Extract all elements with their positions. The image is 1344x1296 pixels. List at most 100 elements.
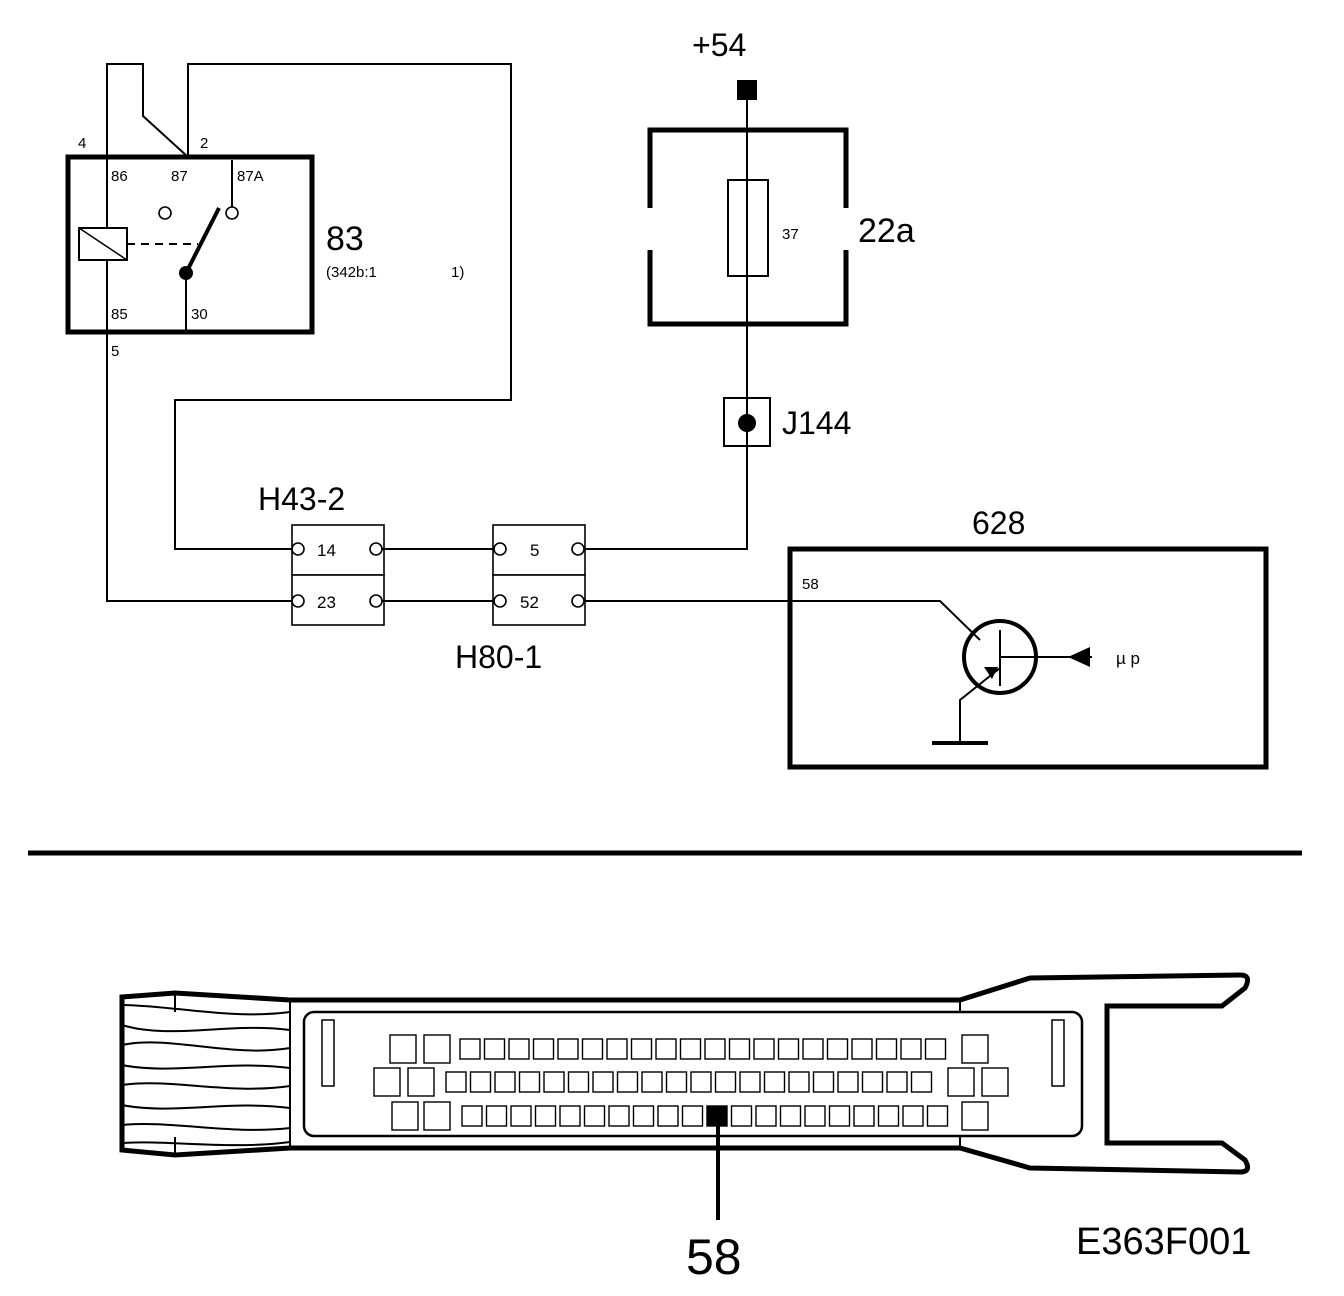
h80-cell-52 bbox=[492, 574, 586, 626]
plug-pin bbox=[739, 1071, 761, 1093]
plug-pin bbox=[518, 1071, 541, 1093]
plug-pin bbox=[459, 1038, 481, 1060]
plug-pin bbox=[681, 1105, 704, 1127]
supply-label: +54 bbox=[692, 27, 746, 63]
plug-pin-large bbox=[423, 1101, 451, 1131]
h43-cell-23 bbox=[291, 574, 385, 626]
control-unit-pin-label: 58 bbox=[802, 576, 819, 593]
plug-pin-callout-label: 58 bbox=[686, 1229, 742, 1285]
plug-pin-large bbox=[407, 1067, 435, 1097]
plug-pin bbox=[608, 1105, 630, 1127]
h80-id-label: H80-1 bbox=[455, 639, 542, 675]
plug-pin bbox=[583, 1105, 606, 1127]
control-unit-id-label: 628 bbox=[972, 505, 1025, 541]
relay-wire-4-loop bbox=[106, 63, 189, 158]
plug-pin bbox=[469, 1071, 492, 1093]
relay-note-right: 1) bbox=[451, 264, 464, 281]
junction-j144: J144 bbox=[584, 397, 851, 550]
plug-pin bbox=[485, 1105, 508, 1127]
h80-pin-5-left bbox=[493, 542, 507, 556]
relay-note-left: (342b:1 bbox=[326, 264, 377, 281]
signal-arrow-icon bbox=[1068, 647, 1090, 667]
plug-pin bbox=[804, 1105, 826, 1127]
plug-pin bbox=[730, 1105, 753, 1127]
relay-pin-87a-label: 87A bbox=[237, 168, 264, 185]
plug-pin bbox=[875, 1038, 898, 1060]
plug-pin bbox=[641, 1071, 663, 1093]
plug-pin bbox=[559, 1105, 581, 1127]
fuse-box-22a: +54 37 22a bbox=[647, 27, 915, 408]
relay-wire-4-label: 4 bbox=[78, 135, 86, 152]
control-unit-628: 628 58 µ p bbox=[787, 505, 1269, 770]
plug-pin bbox=[581, 1038, 604, 1060]
relay-wire-5-label: 5 bbox=[111, 343, 119, 360]
h43-id-label: H43-2 bbox=[258, 481, 345, 517]
wire-j144-to-h80-5 bbox=[584, 446, 748, 550]
connector-h43-2: H43-2 14 23 bbox=[258, 481, 385, 626]
plug-pin bbox=[902, 1105, 924, 1127]
h43-pin-23-left bbox=[291, 594, 305, 608]
plug-pin bbox=[494, 1071, 516, 1093]
plug-view: 58 bbox=[119, 972, 1251, 1285]
relay-83: 4 2 86 87 87A 85 30 5 83 (342b:1 1) bbox=[65, 63, 512, 602]
plug-pin bbox=[461, 1105, 483, 1127]
plug-pin bbox=[606, 1038, 628, 1060]
relay-pin-85-label: 85 bbox=[111, 306, 128, 323]
junction-id-label: J144 bbox=[782, 405, 851, 441]
plug-pin-large bbox=[373, 1067, 401, 1097]
plug-pin bbox=[802, 1038, 824, 1060]
supply-terminal bbox=[737, 80, 757, 100]
plug-pin bbox=[788, 1071, 810, 1093]
h80-pin-5-label: 5 bbox=[530, 541, 539, 560]
relay-contact-87a bbox=[225, 206, 239, 220]
plug-pin bbox=[510, 1105, 532, 1127]
plug-pin bbox=[679, 1038, 702, 1060]
h43-pin-14-left bbox=[291, 542, 305, 556]
plug-pin bbox=[655, 1038, 677, 1060]
plug-pin bbox=[632, 1105, 655, 1127]
wire-h80-52-to-ecu-58 bbox=[584, 600, 981, 641]
plug-pin bbox=[567, 1071, 590, 1093]
wire-relay-87-to-h43-14 bbox=[174, 63, 512, 550]
plug-pin-large bbox=[961, 1101, 989, 1131]
fuse-number-label: 37 bbox=[782, 226, 799, 243]
h80-pin-52-label: 52 bbox=[520, 593, 539, 612]
plug-pin bbox=[616, 1071, 639, 1093]
plug-pin bbox=[861, 1071, 884, 1093]
relay-wire-2-label: 2 bbox=[200, 135, 208, 152]
cable-bundle bbox=[121, 1004, 291, 1147]
plug-pin-grid bbox=[373, 1034, 1009, 1131]
h80-pin-5-right bbox=[571, 542, 585, 556]
plug-pin bbox=[665, 1071, 688, 1093]
plug-pin bbox=[704, 1038, 726, 1060]
plug-pin bbox=[828, 1105, 851, 1127]
plug-pin bbox=[543, 1071, 565, 1093]
plug-pin bbox=[763, 1071, 786, 1093]
plug-pin bbox=[483, 1038, 506, 1060]
plug-pin-large bbox=[389, 1034, 417, 1064]
plug-pin bbox=[630, 1038, 653, 1060]
plug-pin bbox=[592, 1071, 614, 1093]
plug-pin bbox=[534, 1105, 557, 1127]
relay-switch-arm bbox=[184, 207, 221, 274]
plug-pin-large bbox=[391, 1101, 419, 1131]
plug-pin bbox=[812, 1071, 835, 1093]
junction-dot bbox=[738, 414, 756, 432]
relay-id-label: 83 bbox=[326, 220, 364, 258]
plug-pin-large bbox=[961, 1034, 989, 1064]
h80-pin-52-left bbox=[493, 594, 507, 608]
plug-pin bbox=[910, 1071, 933, 1093]
h43-pin-14-right bbox=[369, 542, 383, 556]
h80-cell-5 bbox=[492, 524, 586, 576]
control-unit-housing bbox=[787, 546, 1269, 770]
plug-pin bbox=[728, 1038, 751, 1060]
plug-pin bbox=[924, 1038, 947, 1060]
plug-pin-large bbox=[947, 1067, 975, 1097]
relay-pin-30-label: 30 bbox=[191, 306, 208, 323]
plug-pin-large bbox=[423, 1034, 451, 1064]
relay-pin-87-label: 87 bbox=[171, 168, 188, 185]
plug-pin bbox=[557, 1038, 579, 1060]
figure-code-label: E363F001 bbox=[1076, 1221, 1251, 1263]
plug-pin bbox=[851, 1038, 873, 1060]
